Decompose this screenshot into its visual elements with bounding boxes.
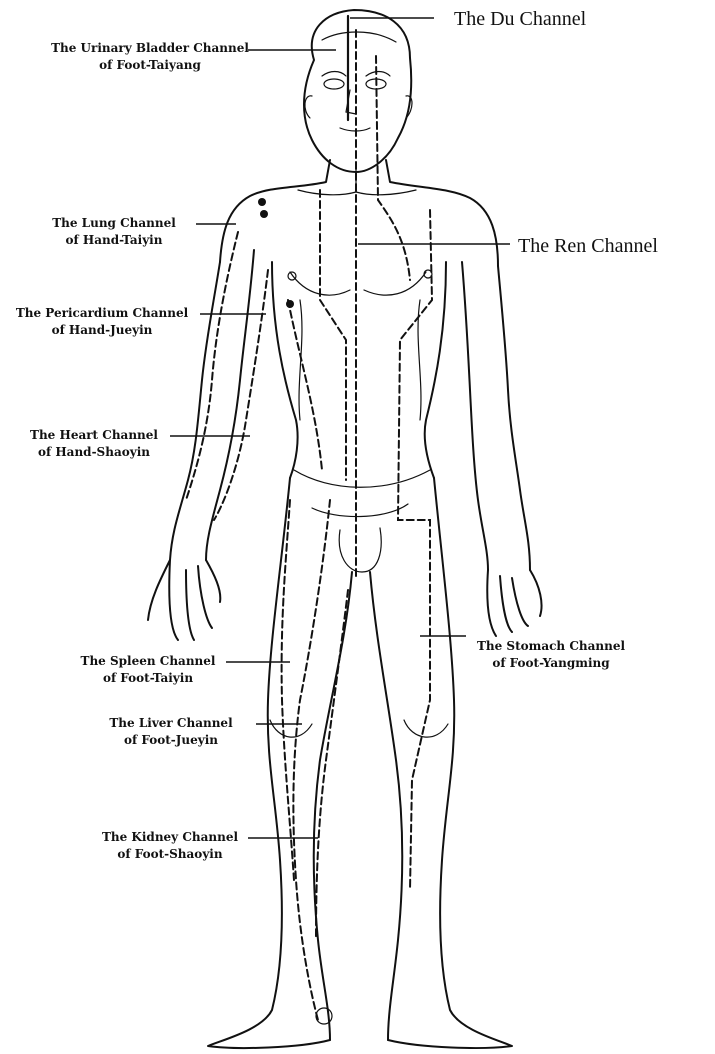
label-heart-channel: The Heart Channel of Hand-Shaoyin bbox=[14, 427, 174, 461]
legs-outline bbox=[208, 478, 512, 1048]
label-kidney-channel: The Kidney Channel of Foot-Shaoyin bbox=[90, 829, 250, 863]
channel-paths bbox=[186, 16, 432, 1020]
right-arm-outline bbox=[462, 262, 542, 636]
head-outline bbox=[304, 10, 412, 172]
point-dot bbox=[286, 300, 294, 308]
label-du-channel: The Du Channel bbox=[454, 7, 586, 31]
point-dot bbox=[260, 210, 268, 218]
torso-outline bbox=[220, 160, 498, 572]
label-pericardium-channel: The Pericardium Channel of Hand-Jueyin bbox=[2, 305, 202, 339]
label-stomach-channel: The Stomach Channel of Foot-Yangming bbox=[466, 638, 636, 672]
label-ren-channel: The Ren Channel bbox=[518, 234, 658, 258]
label-spleen-channel: The Spleen Channel of Foot-Taiyin bbox=[68, 653, 228, 687]
point-dot bbox=[258, 198, 266, 206]
ankle-point bbox=[316, 1008, 332, 1024]
label-urinary-bladder-channel: The Urinary Bladder Channel of Foot-Taiy… bbox=[50, 40, 250, 74]
nipple-point bbox=[288, 272, 296, 280]
label-liver-channel: The Liver Channel of Foot-Jueyin bbox=[84, 715, 258, 749]
label-lung-channel: The Lung Channel of Hand-Taiyin bbox=[30, 215, 198, 249]
